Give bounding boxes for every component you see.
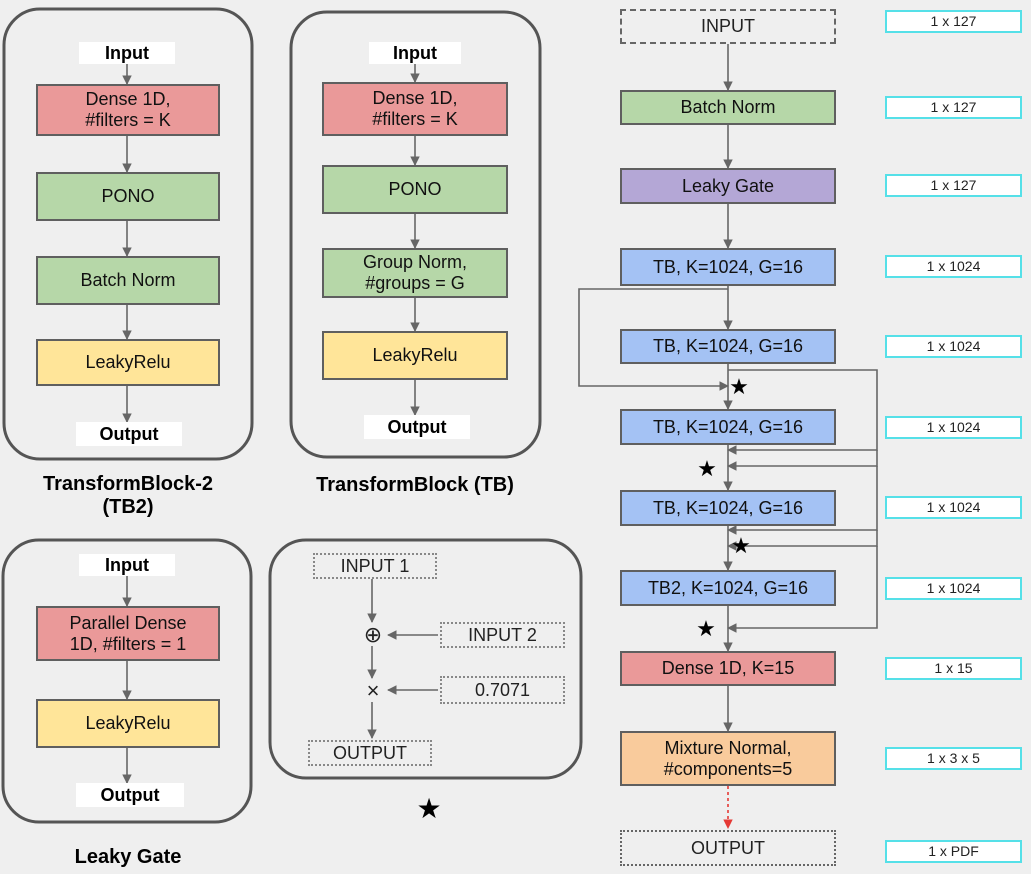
gate-output-label: Output [76,783,184,807]
dims-tb-2: 1 x 1024 [885,335,1022,358]
dims-dense: 1 x 15 [885,657,1022,680]
main-dense-block: Dense 1D, K=15 [620,651,836,686]
dims-output: 1 x PDF [885,840,1022,863]
skip-join-star-icon: ★ [731,533,751,559]
dims-leaky-gate: 1 x 127 [885,174,1022,197]
star-panel-frame [268,538,583,780]
gate-activation-block: LeakyRelu [36,699,220,748]
tb-norm-block: Group Norm, #groups = G [322,248,508,298]
skip-join-star-icon: ★ [729,374,749,400]
main-batchnorm-block: Batch Norm [620,90,836,125]
tb-panel-frame [289,10,542,459]
add-operator-icon: ⊕ [363,622,383,648]
tb-input-label: Input [369,42,461,64]
main-leaky-gate-block: Leaky Gate [620,168,836,204]
skip-join-star-icon: ★ [696,616,716,642]
tb2-input-label: Input [79,42,175,64]
main-mixture-block: Mixture Normal, #components=5 [620,731,836,786]
dims-mixture: 1 x 3 x 5 [885,747,1022,770]
tb2-norm-block: Batch Norm [36,256,220,305]
tb2-panel-frame [2,7,254,461]
main-output-box: OUTPUT [620,830,836,866]
dims-tb2: 1 x 1024 [885,577,1022,600]
skip-join-star-icon: ★ [697,456,717,482]
tb2-output-label: Output [76,422,182,446]
star-input2-box: INPUT 2 [440,622,565,648]
gate-caption: Leaky Gate [74,845,182,868]
scale-constant-box: 0.7071 [440,676,565,704]
star-output-box: OUTPUT [308,740,432,766]
main-tb-block-2: TB, K=1024, G=16 [620,329,836,364]
tb2-pono-block: PONO [36,172,220,221]
dims-tb-3: 1 x 1024 [885,416,1022,439]
dims-tb-1: 1 x 1024 [885,255,1022,278]
gate-dense-block: Parallel Dense 1D, #filters = 1 [36,606,220,661]
star-caption-icon: ★ [416,792,442,824]
main-tb-block-3: TB, K=1024, G=16 [620,409,836,445]
star-input1-box: INPUT 1 [313,553,437,579]
tb-pono-block: PONO [322,165,508,214]
tb2-dense-block: Dense 1D, #filters = K [36,84,220,136]
tb-activation-block: LeakyRelu [322,331,508,380]
tb-output-label: Output [364,415,470,439]
gate-input-label: Input [79,554,175,576]
dims-tb-4: 1 x 1024 [885,496,1022,519]
main-tb2-block: TB2, K=1024, G=16 [620,570,836,606]
dims-batchnorm: 1 x 127 [885,96,1022,119]
tb2-caption: TransformBlock-2 (TB2) [42,473,214,518]
tb-caption: TransformBlock (TB) [316,473,514,496]
multiply-operator-icon: × [366,678,380,704]
main-tb-block-4: TB, K=1024, G=16 [620,490,836,526]
gate-panel-frame [1,538,253,824]
tb2-activation-block: LeakyRelu [36,339,220,386]
main-input-box: INPUT [620,9,836,44]
main-tb-block-1: TB, K=1024, G=16 [620,248,836,286]
dims-input: 1 x 127 [885,10,1022,33]
tb-dense-block: Dense 1D, #filters = K [322,82,508,136]
